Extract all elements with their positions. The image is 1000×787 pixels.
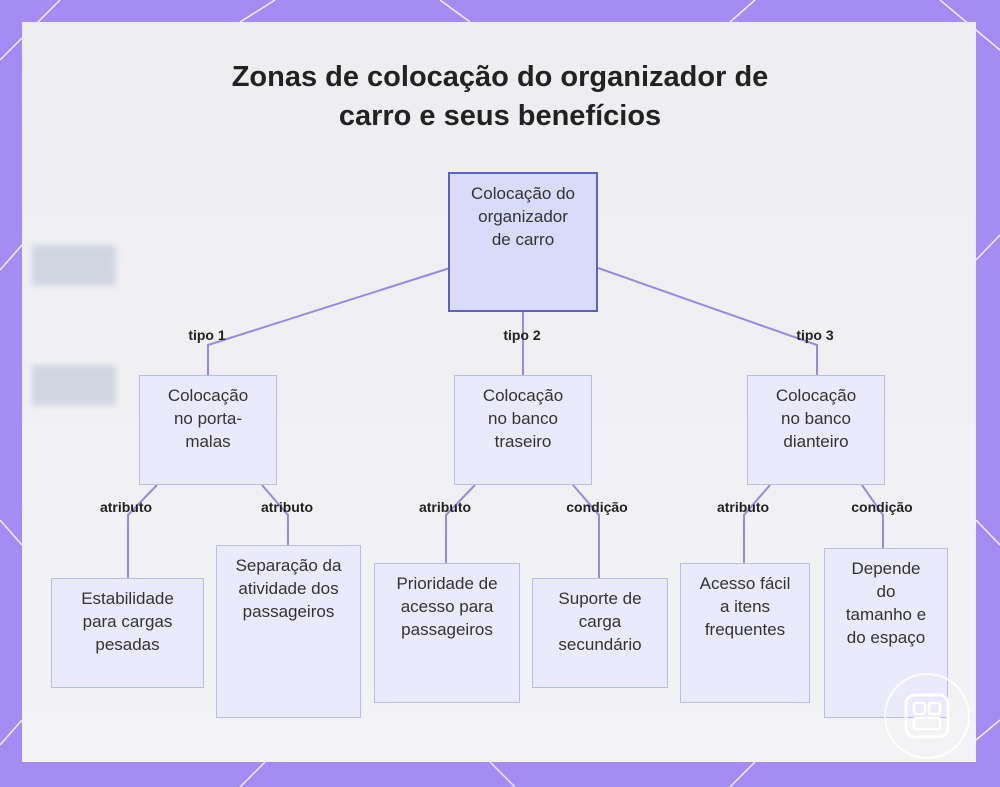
node-trunk: Colocação no porta-malas bbox=[139, 375, 277, 485]
node-easy-access: Acesso fácil a itens frequentes bbox=[680, 563, 810, 703]
node-priority: Prioridade de acesso para passageiros bbox=[374, 563, 520, 703]
edge-label-attribute: atributo bbox=[717, 499, 769, 515]
edge-label-condition: condição bbox=[566, 499, 627, 515]
edge-label-attribute: atributo bbox=[419, 499, 471, 515]
edge-label-type-3: tipo 3 bbox=[796, 327, 833, 343]
node-support: Suporte de carga secundário bbox=[532, 578, 668, 688]
edge-trunk-separation bbox=[262, 485, 288, 545]
edge-label-type-1: tipo 1 bbox=[188, 327, 225, 343]
grid-logo-icon bbox=[902, 691, 952, 741]
edge-label-type-2: tipo 2 bbox=[503, 327, 540, 343]
node-separation: Separação da atividade dos passageiros bbox=[216, 545, 361, 718]
edge-root-front bbox=[598, 268, 817, 375]
edge-front-access bbox=[744, 485, 770, 563]
edge-label-condition: condição bbox=[851, 499, 912, 515]
edge-front-depends bbox=[862, 485, 883, 548]
edge-label-attribute: atributo bbox=[261, 499, 313, 515]
node-rear-seat: Colocação no banco traseiro bbox=[454, 375, 592, 485]
edge-root-trunk bbox=[208, 268, 450, 375]
node-root: Colocação do organizador de carro bbox=[448, 172, 598, 312]
edge-label-attribute: atributo bbox=[100, 499, 152, 515]
edge-rear-priority bbox=[446, 485, 475, 563]
node-front-seat: Colocação no banco dianteiro bbox=[747, 375, 885, 485]
logo-watermark bbox=[884, 673, 970, 759]
node-stability: Estabilidade para cargas pesadas bbox=[51, 578, 204, 688]
